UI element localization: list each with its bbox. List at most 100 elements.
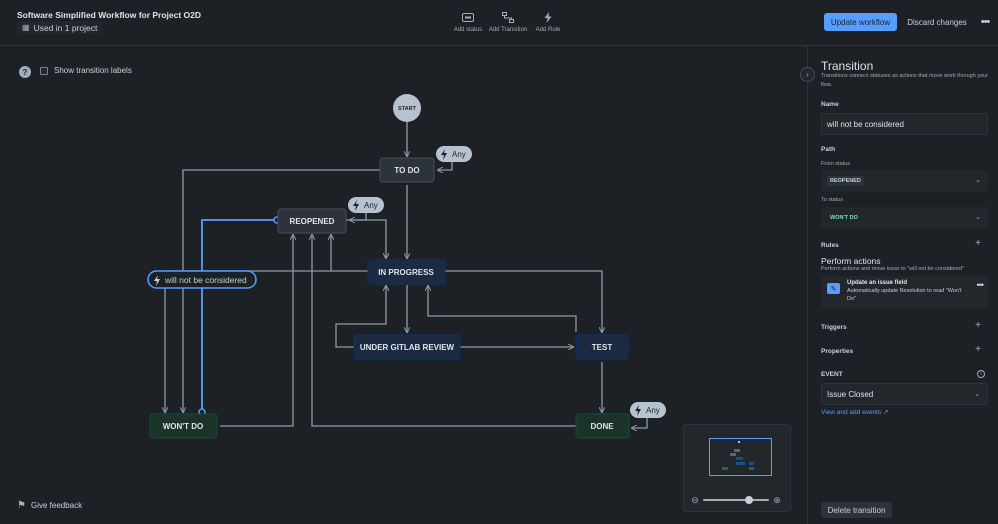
triggers-label: Triggers bbox=[821, 324, 847, 331]
edge-reopened-inprogress bbox=[346, 219, 386, 258]
event-select[interactable]: Issue Closed ⌄ bbox=[821, 383, 988, 405]
any-transition-reopened[interactable]: Any bbox=[348, 197, 384, 213]
external-link-icon: ↗ bbox=[883, 409, 889, 416]
minimap-viewport[interactable] bbox=[709, 438, 772, 476]
used-in-projects-button[interactable]: ▦ Used in 1 project bbox=[17, 21, 103, 34]
add-status-button[interactable]: Add status bbox=[450, 10, 486, 33]
wont-do-label: WON'T DO bbox=[163, 422, 204, 431]
to-status-lozenge: WON'T DO bbox=[830, 215, 858, 221]
add-trigger-plus-icon[interactable]: + bbox=[975, 320, 981, 331]
test-label: TEST bbox=[592, 343, 613, 352]
reopened-label: REOPENED bbox=[290, 217, 335, 226]
status-node-reopened[interactable]: REOPENED bbox=[277, 208, 347, 234]
status-icon bbox=[462, 10, 474, 24]
minimap[interactable]: ⊖ ⊕ bbox=[683, 424, 791, 512]
edge-wontdo-reopened bbox=[220, 235, 293, 427]
path-label: Path bbox=[821, 146, 836, 153]
workflow-diagram: START TO DO REOPENED IN PROGRESS UNDER G… bbox=[147, 94, 666, 439]
to-status-select[interactable]: WON'T DO ⌄ bbox=[821, 207, 988, 229]
chevron-down-icon: ⌄ bbox=[975, 214, 981, 221]
status-node-start[interactable]: START bbox=[393, 94, 421, 122]
lightning-icon bbox=[154, 275, 160, 286]
done-label: DONE bbox=[590, 422, 614, 431]
show-labels-label: Show transition labels bbox=[54, 66, 132, 75]
give-feedback-button[interactable]: ⚑ Give feedback bbox=[17, 500, 82, 511]
view-events-link[interactable]: View and add events ↗ bbox=[821, 408, 889, 416]
zoom-out-icon[interactable]: ⊖ bbox=[691, 494, 699, 505]
workflow-canvas[interactable]: ? Show transition labels bbox=[0, 46, 808, 524]
collapse-panel-button[interactable]: › bbox=[800, 67, 815, 82]
show-transition-labels-toggle[interactable]: Show transition labels bbox=[40, 66, 132, 75]
give-feedback-label: Give feedback bbox=[30, 501, 83, 510]
lightning-icon bbox=[635, 405, 641, 416]
add-rule-label: Add Rule bbox=[535, 27, 561, 33]
zoom-control: ⊖ ⊕ bbox=[690, 494, 786, 506]
info-icon[interactable]: i bbox=[977, 370, 985, 378]
any-transition-todo[interactable]: Any bbox=[436, 146, 472, 162]
under-review-label: UNDER GITLAB REVIEW bbox=[360, 343, 455, 352]
add-status-label: Add status bbox=[453, 27, 483, 33]
edge-test-inprogress bbox=[428, 286, 577, 332]
selected-transition-text: will not be considered bbox=[164, 275, 247, 285]
chevron-down-icon: ⌄ bbox=[974, 391, 980, 398]
edge-inprogress-test bbox=[445, 270, 602, 332]
any-label: Any bbox=[646, 406, 660, 415]
any-label: Any bbox=[364, 201, 378, 210]
minimap-preview bbox=[722, 441, 754, 470]
show-labels-checkbox[interactable] bbox=[40, 66, 48, 75]
project-icon: ▦ bbox=[22, 23, 30, 32]
add-property-plus-icon[interactable]: + bbox=[975, 344, 981, 355]
from-status-lozenge: REOPENED bbox=[827, 176, 864, 186]
more-icon[interactable]: ••• bbox=[980, 16, 991, 28]
selected-transition-label[interactable]: will not be considered bbox=[147, 270, 257, 289]
panel-description: Transitions connect statuses as actions … bbox=[821, 73, 989, 88]
name-label: Name bbox=[821, 101, 839, 108]
edge-todo-wontdo bbox=[183, 169, 380, 412]
status-node-in-progress[interactable]: IN PROGRESS bbox=[367, 259, 446, 285]
edge-reopened-wontdo-selected[interactable] bbox=[198, 216, 281, 416]
delete-transition-button[interactable]: Delete transition bbox=[821, 502, 892, 518]
properties-label: Properties bbox=[821, 348, 854, 355]
lightning-icon bbox=[441, 149, 447, 160]
rules-label: Rules bbox=[821, 242, 839, 249]
panel-title: Transition bbox=[821, 59, 874, 73]
from-status-label: From status bbox=[821, 161, 851, 167]
zoom-slider[interactable] bbox=[703, 496, 769, 504]
transition-name-input[interactable]: will not be considered bbox=[821, 113, 988, 135]
zoom-slider-thumb[interactable] bbox=[745, 496, 754, 504]
transition-icon bbox=[502, 10, 514, 24]
update-workflow-button[interactable]: Update workflow bbox=[824, 13, 897, 31]
more-icon[interactable]: ••• bbox=[976, 280, 985, 290]
status-node-test[interactable]: TEST bbox=[575, 334, 629, 360]
edge-review-inprogress bbox=[335, 286, 386, 348]
todo-label: TO DO bbox=[394, 166, 419, 175]
add-transition-label: Add Transition bbox=[488, 27, 528, 33]
status-node-done[interactable]: DONE bbox=[575, 413, 630, 439]
edge-inprogress-wontdo bbox=[165, 270, 368, 412]
perform-actions-description: Perform actions and move issue to "will … bbox=[821, 266, 965, 272]
transition-panel: › Transition Transitions connect statuse… bbox=[800, 46, 998, 524]
start-label: START bbox=[398, 106, 417, 112]
add-transition-button[interactable]: Add Transition bbox=[488, 10, 528, 33]
perform-actions-heading: Perform actions bbox=[821, 256, 881, 266]
to-status-label: To status bbox=[821, 197, 844, 203]
any-transition-done[interactable]: Any bbox=[630, 402, 666, 418]
status-node-todo[interactable]: TO DO bbox=[379, 157, 435, 183]
header: Software Simplified Workflow for Project… bbox=[0, 0, 998, 46]
in-progress-label: IN PROGRESS bbox=[378, 268, 434, 277]
discard-changes-button[interactable]: Discard changes bbox=[907, 17, 967, 27]
add-rule-button[interactable]: Add Rule bbox=[530, 10, 566, 33]
status-node-wont-do[interactable]: WON'T DO bbox=[149, 413, 218, 439]
action-description: Automatically update Resolution to read … bbox=[847, 288, 962, 302]
edge-any-done bbox=[632, 416, 648, 428]
view-events-text: View and add events bbox=[821, 409, 882, 416]
any-label: Any bbox=[452, 150, 466, 159]
zoom-in-icon[interactable]: ⊕ bbox=[773, 494, 781, 505]
status-node-under-gitlab-review[interactable]: UNDER GITLAB REVIEW bbox=[353, 334, 461, 360]
help-icon[interactable]: ? bbox=[19, 66, 31, 78]
event-label: EVENT bbox=[821, 371, 843, 378]
action-card-update-field[interactable]: ✎ Update an issue field Automatically up… bbox=[821, 276, 988, 308]
add-rule-plus-icon[interactable]: + bbox=[975, 238, 981, 249]
from-status-select[interactable]: REOPENED ⌄ bbox=[821, 170, 988, 192]
